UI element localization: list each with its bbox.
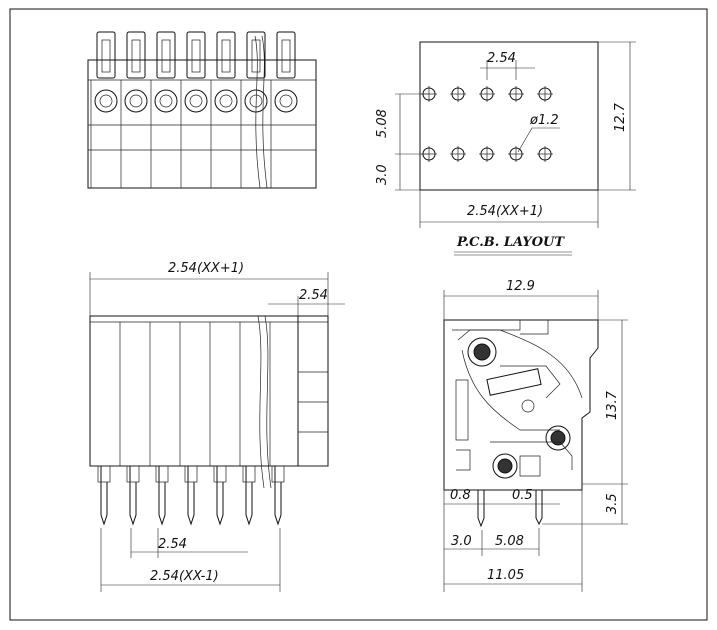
side-off2-label: 5.08: [495, 534, 524, 549]
lever-slot: [131, 39, 141, 73]
pcb-offset-label: 3.0: [375, 164, 390, 185]
pcb-pitch-label: 2.54: [487, 51, 516, 66]
pcb-layout: 2.54 ø1.2 5.08 3.0 12.7 2.54(XX+1) P.C.B…: [375, 41, 636, 256]
lever-outline: [186, 31, 206, 79]
solder-pin: [245, 466, 253, 526]
pcb-width-label: 2.54(XX+1): [467, 204, 543, 219]
pin-base: [184, 465, 198, 483]
solder-pin: [274, 466, 282, 526]
wire-entry-inner: [129, 94, 143, 108]
front-width-label: 2.54(XX+1): [168, 261, 244, 276]
side-pin-dia-label: 0.8: [450, 488, 471, 503]
pin-base: [155, 465, 169, 483]
solder-pin: [129, 466, 137, 526]
wire-entry-outer: [154, 89, 178, 113]
wire-entry-outer: [274, 89, 298, 113]
wire-entry-outer: [124, 89, 148, 113]
sheet-border: [9, 8, 708, 621]
lever-outline: [216, 31, 236, 79]
side-total-label: 11.05: [487, 568, 524, 583]
wire-entry-inner: [279, 94, 293, 108]
wire-entry-outer: [94, 89, 118, 113]
lever-slot: [221, 39, 231, 73]
wire-entry-outer: [214, 89, 238, 113]
pin-base: [271, 465, 285, 483]
pcb-hole-label: ø1.2: [529, 113, 559, 128]
lever-outline: [246, 31, 266, 79]
solder-pin: [158, 466, 166, 526]
lever-outline: [126, 31, 146, 79]
lever-outline: [96, 31, 116, 79]
pcb-height-label: 12.7: [613, 102, 628, 132]
solder-pin: [100, 466, 108, 526]
side-pin-thk-label: 0.5: [512, 488, 533, 503]
lever-slot: [251, 39, 261, 73]
pcb-title: P.C.B. LAYOUT: [456, 235, 565, 250]
lever-slot: [191, 39, 201, 73]
side-view: 12.9 13.7 3.5 0.8 0.5 3.0 5.08 11.05: [443, 279, 628, 592]
pcb-row-label: 5.08: [375, 109, 390, 138]
lever-outline: [276, 31, 296, 79]
wire-entry-inner: [159, 94, 173, 108]
pcb-outline: [419, 41, 599, 191]
solder-pin: [187, 466, 195, 526]
lever-outline: [156, 31, 176, 79]
lever-slot: [161, 39, 171, 73]
wire-entry-inner: [189, 94, 203, 108]
wire-entry-inner: [219, 94, 233, 108]
top-view: [87, 31, 317, 189]
front-pitch-label: 2.54: [299, 288, 328, 303]
wire-entry-outer: [184, 89, 208, 113]
front-view: 2.54(XX+1) 2.54 2.54 2.54(XX-1): [89, 261, 345, 592]
pin-base: [213, 465, 227, 483]
front-pin-pitch-label: 2.54: [158, 537, 187, 552]
lever-slot: [101, 39, 111, 73]
side-height-label: 13.7: [605, 390, 620, 420]
solder-pin: [216, 466, 224, 526]
pin-base: [242, 465, 256, 483]
lever-slot: [281, 39, 291, 73]
pin-base: [126, 465, 140, 483]
wire-entry-inner: [99, 94, 113, 108]
side-width-label: 12.9: [506, 279, 535, 294]
side-off1-label: 3.0: [451, 534, 472, 549]
front-pin-width-label: 2.54(XX-1): [150, 569, 219, 584]
side-pin-len-label: 3.5: [605, 493, 620, 514]
pin-base: [97, 465, 111, 483]
